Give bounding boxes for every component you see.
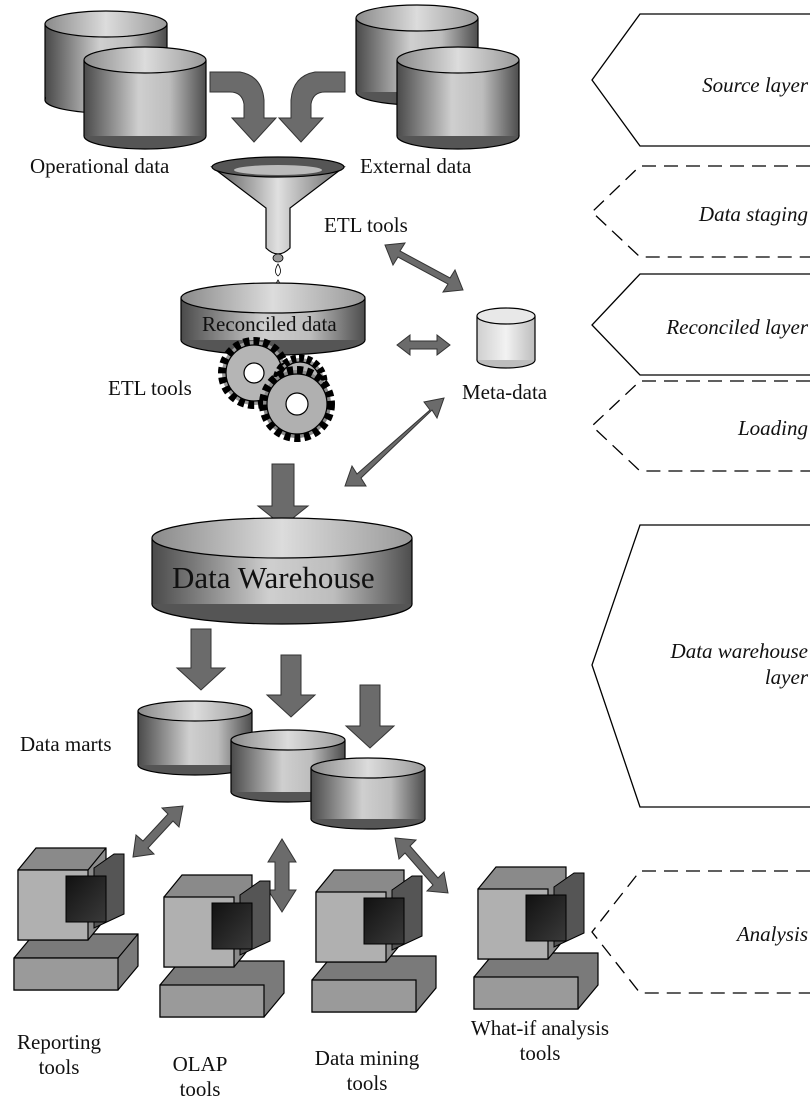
etl-tools-gears-label: ETL tools (108, 376, 192, 400)
layer-shape-analysis (591, 870, 810, 994)
gears-icon (218, 337, 335, 442)
data-marts-label: Data marts (20, 732, 112, 756)
layer-label-line2: layer (764, 665, 808, 690)
arrow-reconciled-meta-data (396, 333, 451, 357)
tool-label-reporting: Reporting tools (4, 1030, 114, 1080)
operational-data-cylinder-front (83, 46, 207, 150)
tool-label-whatif: What-if analysis tools (450, 1016, 630, 1066)
arrow-operational-to-funnel (209, 71, 278, 143)
etl-tools-top-label: ETL tools (324, 213, 408, 237)
arrow-etl-meta-data (384, 242, 464, 293)
arrow-warehouse-to-mart-1 (175, 628, 227, 691)
arrow-mart-olap (267, 838, 297, 913)
computer-icon-olap (159, 874, 285, 1018)
layer-shape-data-warehouse (591, 524, 810, 808)
arrow-external-to-funnel (277, 71, 346, 143)
tool-label-line1: Reporting (17, 1030, 101, 1054)
layer-label-source: Source layer (702, 73, 808, 97)
data-warehouse-label: Data Warehouse (172, 560, 375, 595)
funnel-icon (210, 156, 346, 295)
layer-shape-reconciled (591, 273, 810, 376)
reconciled-data-cylinder (180, 282, 366, 356)
arrow-warehouse-to-mart-2 (265, 654, 317, 718)
tool-label-line1: Data mining (314, 1046, 420, 1070)
tool-label-line2: tools (38, 1055, 80, 1080)
arrow-loading-meta-data (344, 397, 445, 487)
tool-label-line2: tools (346, 1071, 388, 1096)
computer-icon-data-mining (311, 869, 437, 1013)
layer-label-line1: Data warehouse (670, 639, 808, 663)
layer-label-reconciled: Reconciled layer (666, 315, 808, 339)
tool-label-line1: OLAP (172, 1052, 228, 1076)
tool-label-line2: tools (519, 1041, 561, 1066)
operational-data-label: Operational data (30, 154, 170, 178)
layer-label-analysis: Analysis (736, 922, 808, 946)
data-mart-cylinder-3 (310, 757, 426, 830)
arrow-gears-to-warehouse (256, 463, 310, 527)
layer-label-loading: Loading (737, 416, 808, 440)
arrow-mart-whatif (394, 837, 449, 894)
tool-label-olap: OLAP tools (160, 1052, 240, 1102)
computer-icon-whatif (473, 866, 599, 1010)
arrow-mart-reporting (132, 805, 184, 858)
tool-label-line2: tools (179, 1077, 221, 1102)
external-data-cylinder-front (396, 46, 520, 150)
tool-label-line1: What-if analysis (470, 1016, 610, 1040)
layer-label-data-warehouse: Data warehouse layer (671, 638, 808, 691)
meta-data-label: Meta-data (462, 380, 548, 404)
arrow-warehouse-to-mart-3 (344, 684, 396, 749)
meta-data-cylinder (476, 307, 536, 369)
layer-label-data-staging: Data staging (698, 202, 808, 226)
layer-shape-source (591, 13, 810, 147)
computer-icon-reporting (13, 847, 139, 991)
tool-label-data-mining: Data mining tools (302, 1046, 432, 1096)
reconciled-data-label: Reconciled data (202, 312, 337, 336)
layer-shape-loading (591, 380, 810, 472)
external-data-label: External data (360, 154, 472, 178)
data-warehouse-cylinder (151, 517, 413, 625)
layer-shape-data-staging (591, 165, 810, 258)
